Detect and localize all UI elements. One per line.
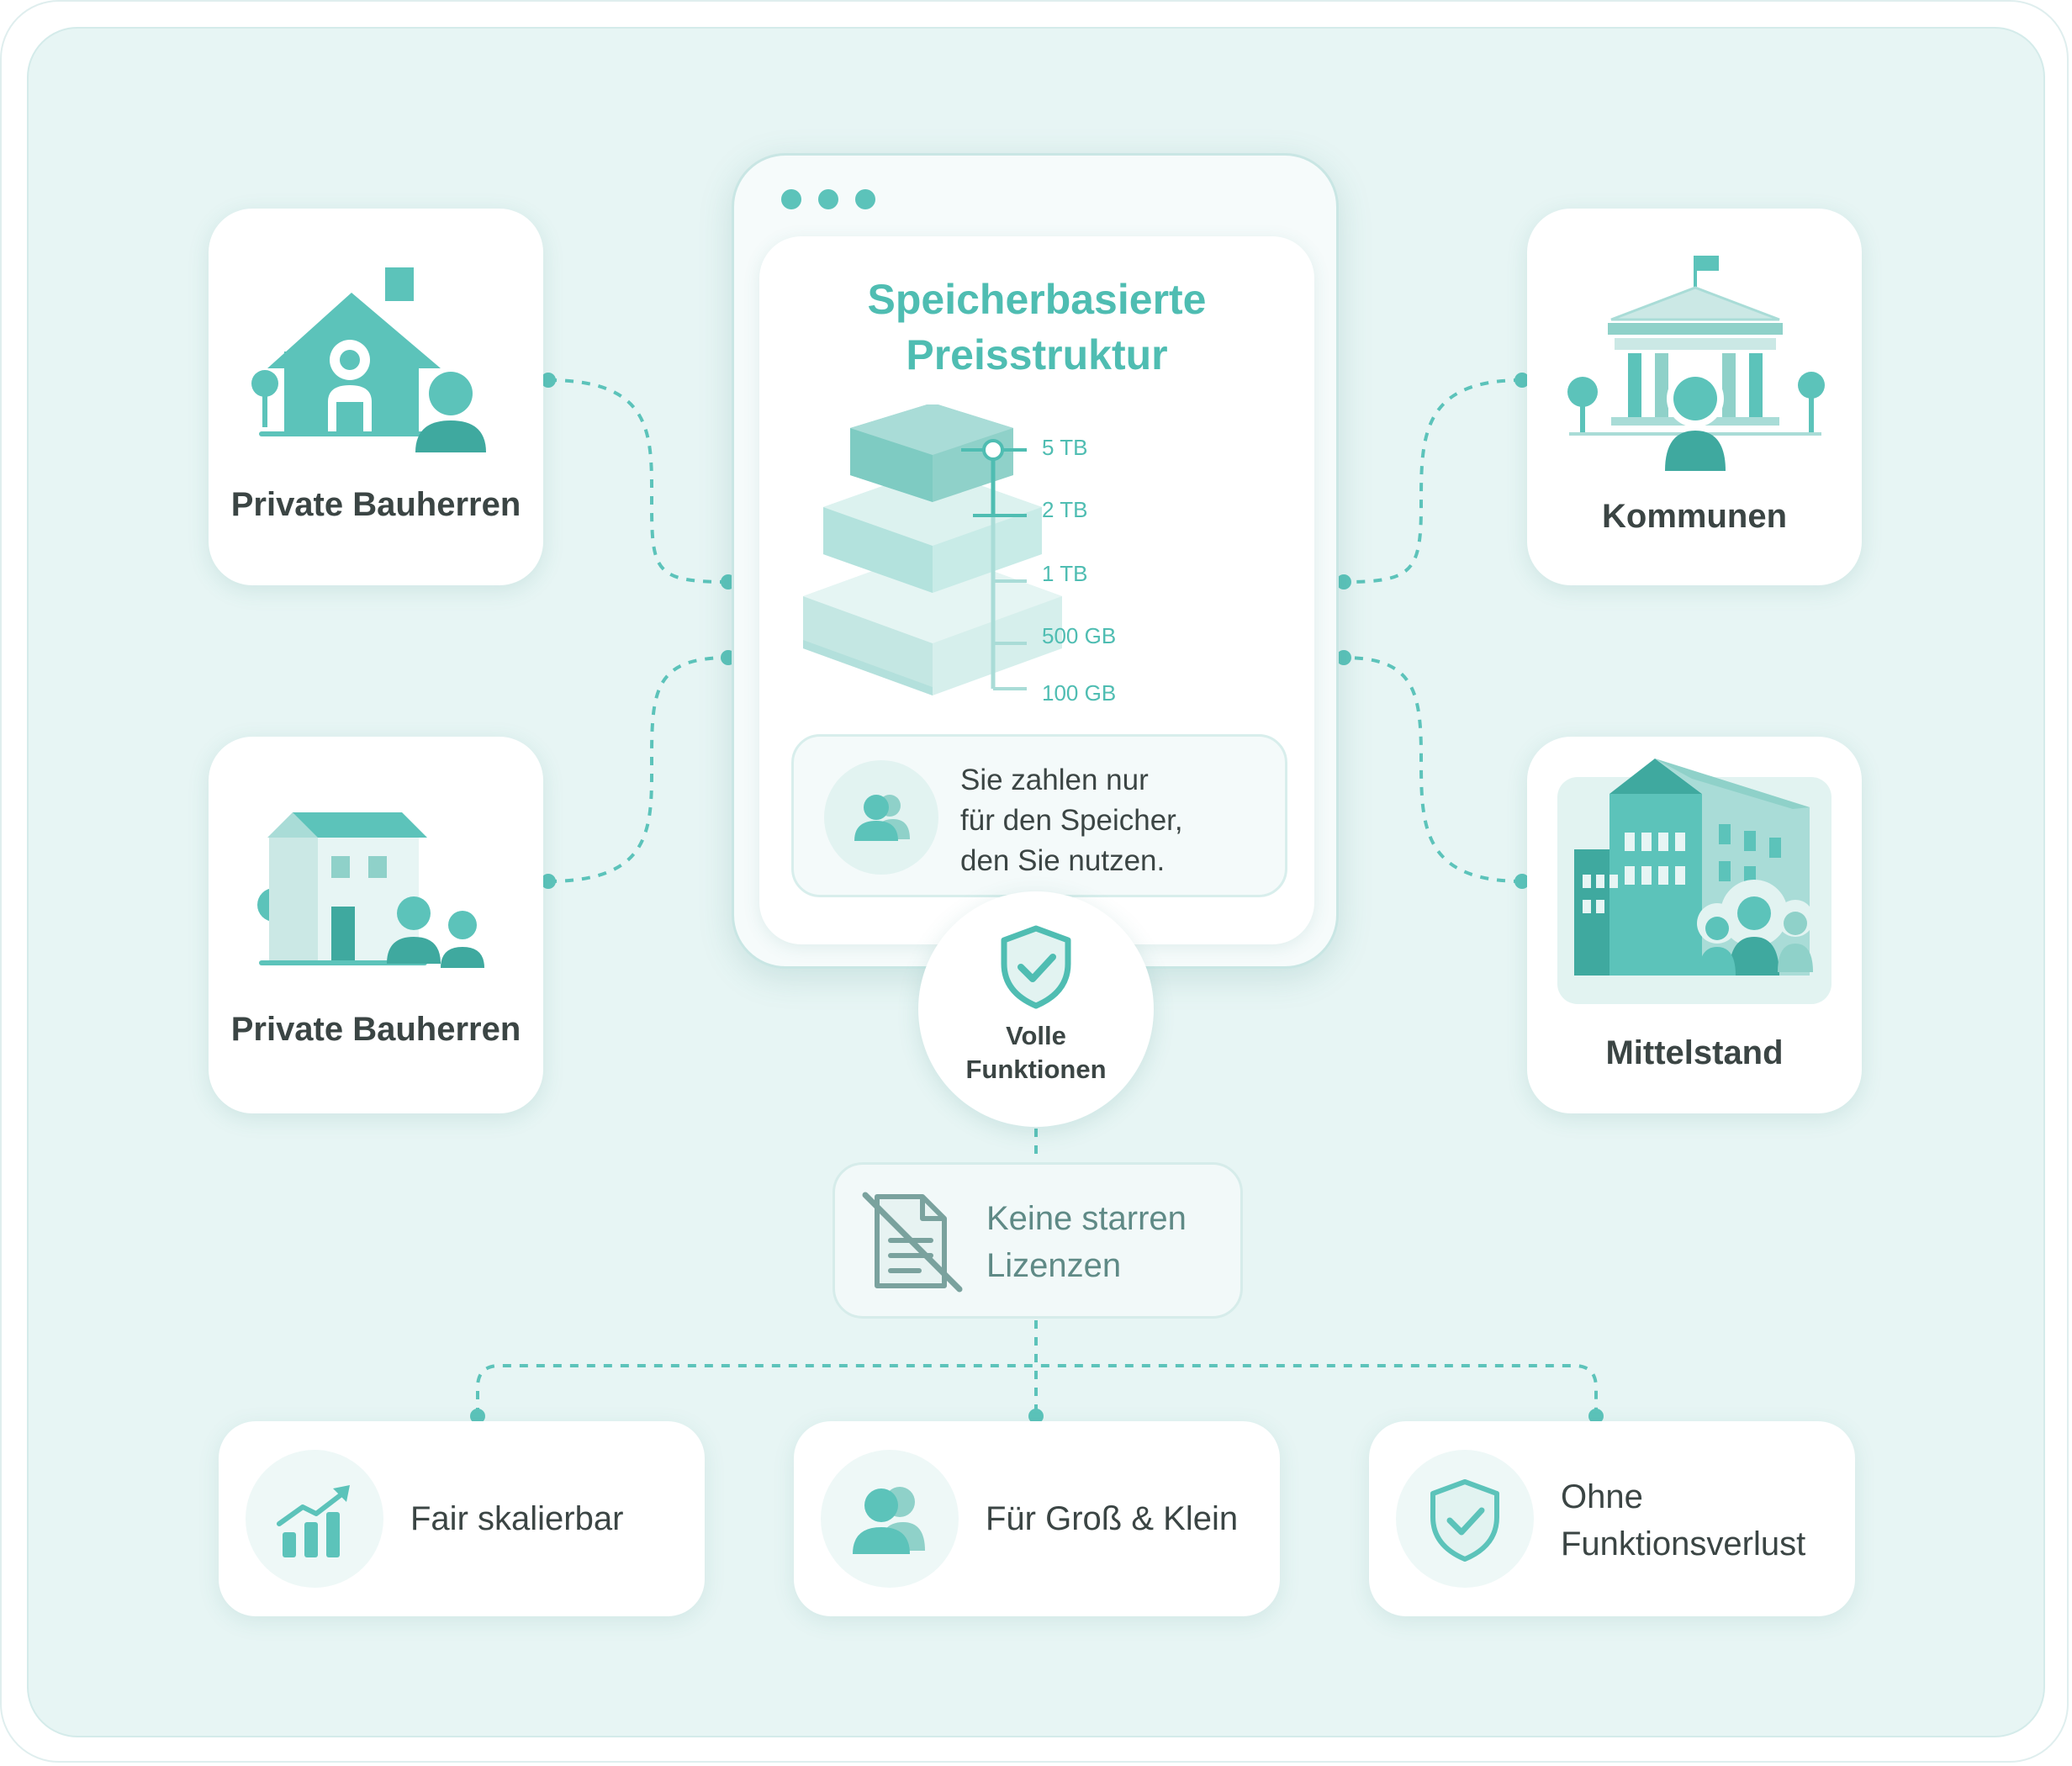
segment-label: Mittelstand <box>1605 1034 1784 1071</box>
segment-card-private-builders-top[interactable]: Private Bauherren <box>209 209 543 585</box>
pricing-title-line2: Preisstruktur <box>906 331 1168 378</box>
full-features-badge: Volle Funktionen <box>918 891 1154 1127</box>
feature-label: Fair skalierbar <box>410 1500 624 1537</box>
users-icon <box>853 1487 925 1554</box>
feature-card-for-all-sizes[interactable]: Für Groß & Klein <box>794 1421 1280 1616</box>
connector-bottom-right <box>1343 656 1523 883</box>
tier-label-100gb: 100 GB <box>1042 680 1117 706</box>
feature-icon-circle <box>246 1450 383 1588</box>
tier-label-5tb: 5 TB <box>1042 435 1088 460</box>
shield-check-icon <box>1001 925 1071 1009</box>
connector-bottom-left <box>547 656 729 883</box>
storage-stack-icon <box>803 404 1062 695</box>
pricing-window: Speicherbasierte Preisstruktur <box>732 153 1339 969</box>
house-family-icon <box>257 812 484 968</box>
note-text: Sie zahlen nur für den Speicher, den Sie… <box>960 764 1183 877</box>
feature-card-fair-scalable[interactable]: Fair skalierbar <box>219 1421 705 1616</box>
segment-label: Kommunen <box>1602 498 1787 535</box>
connector-feature-bus <box>476 1364 1598 1416</box>
pricing-title: Speicherbasierte Preisstruktur <box>759 272 1314 383</box>
feature-label: Für Groß & Klein <box>986 1500 1239 1537</box>
tier-label-2tb: 2 TB <box>1042 497 1088 522</box>
shield-check-icon <box>1430 1479 1499 1562</box>
license-text: Keine starren Lizenzen <box>986 1200 1187 1284</box>
no-rigid-licenses-box: Keine starren Lizenzen <box>832 1162 1243 1319</box>
window-dot <box>818 189 838 209</box>
house-person-icon <box>251 267 486 452</box>
badge-label: Volle Funktionen <box>965 1021 1107 1084</box>
segment-label: Private Bauherren <box>230 486 521 523</box>
pricing-title-line1: Speicherbasierte <box>867 276 1207 323</box>
tier-label-500gb: 500 GB <box>1042 623 1117 648</box>
growth-chart-icon <box>277 1485 350 1557</box>
connector-top-right <box>1343 378 1523 584</box>
segment-card-mittelstand[interactable]: Mittelstand <box>1527 737 1862 1113</box>
users-icon <box>854 795 910 841</box>
pricing-panel: Speicherbasierte Preisstruktur <box>759 236 1314 944</box>
window-dot <box>781 189 801 209</box>
segment-label: Private Bauherren <box>230 1011 521 1048</box>
connector-top-left <box>547 378 729 584</box>
office-building-icon <box>1574 759 1814 976</box>
segment-card-municipalities[interactable]: Kommunen <box>1527 209 1862 585</box>
feature-icon-circle <box>1396 1450 1534 1588</box>
segment-card-private-builders-bottom[interactable]: Private Bauherren <box>209 737 543 1113</box>
town-hall-icon <box>1567 256 1825 471</box>
crossed-document-icon <box>862 1192 963 1293</box>
window-dot <box>855 189 875 209</box>
storage-scale <box>961 439 1027 690</box>
feature-icon-circle <box>821 1450 959 1588</box>
feature-label: Ohne Funktionsverlust <box>1561 1478 1806 1562</box>
tier-label-1tb: 1 TB <box>1042 561 1088 586</box>
feature-card-no-feature-loss[interactable]: Ohne Funktionsverlust <box>1369 1421 1855 1616</box>
pay-per-use-note: Sie zahlen nur für den Speicher, den Sie… <box>791 734 1287 897</box>
